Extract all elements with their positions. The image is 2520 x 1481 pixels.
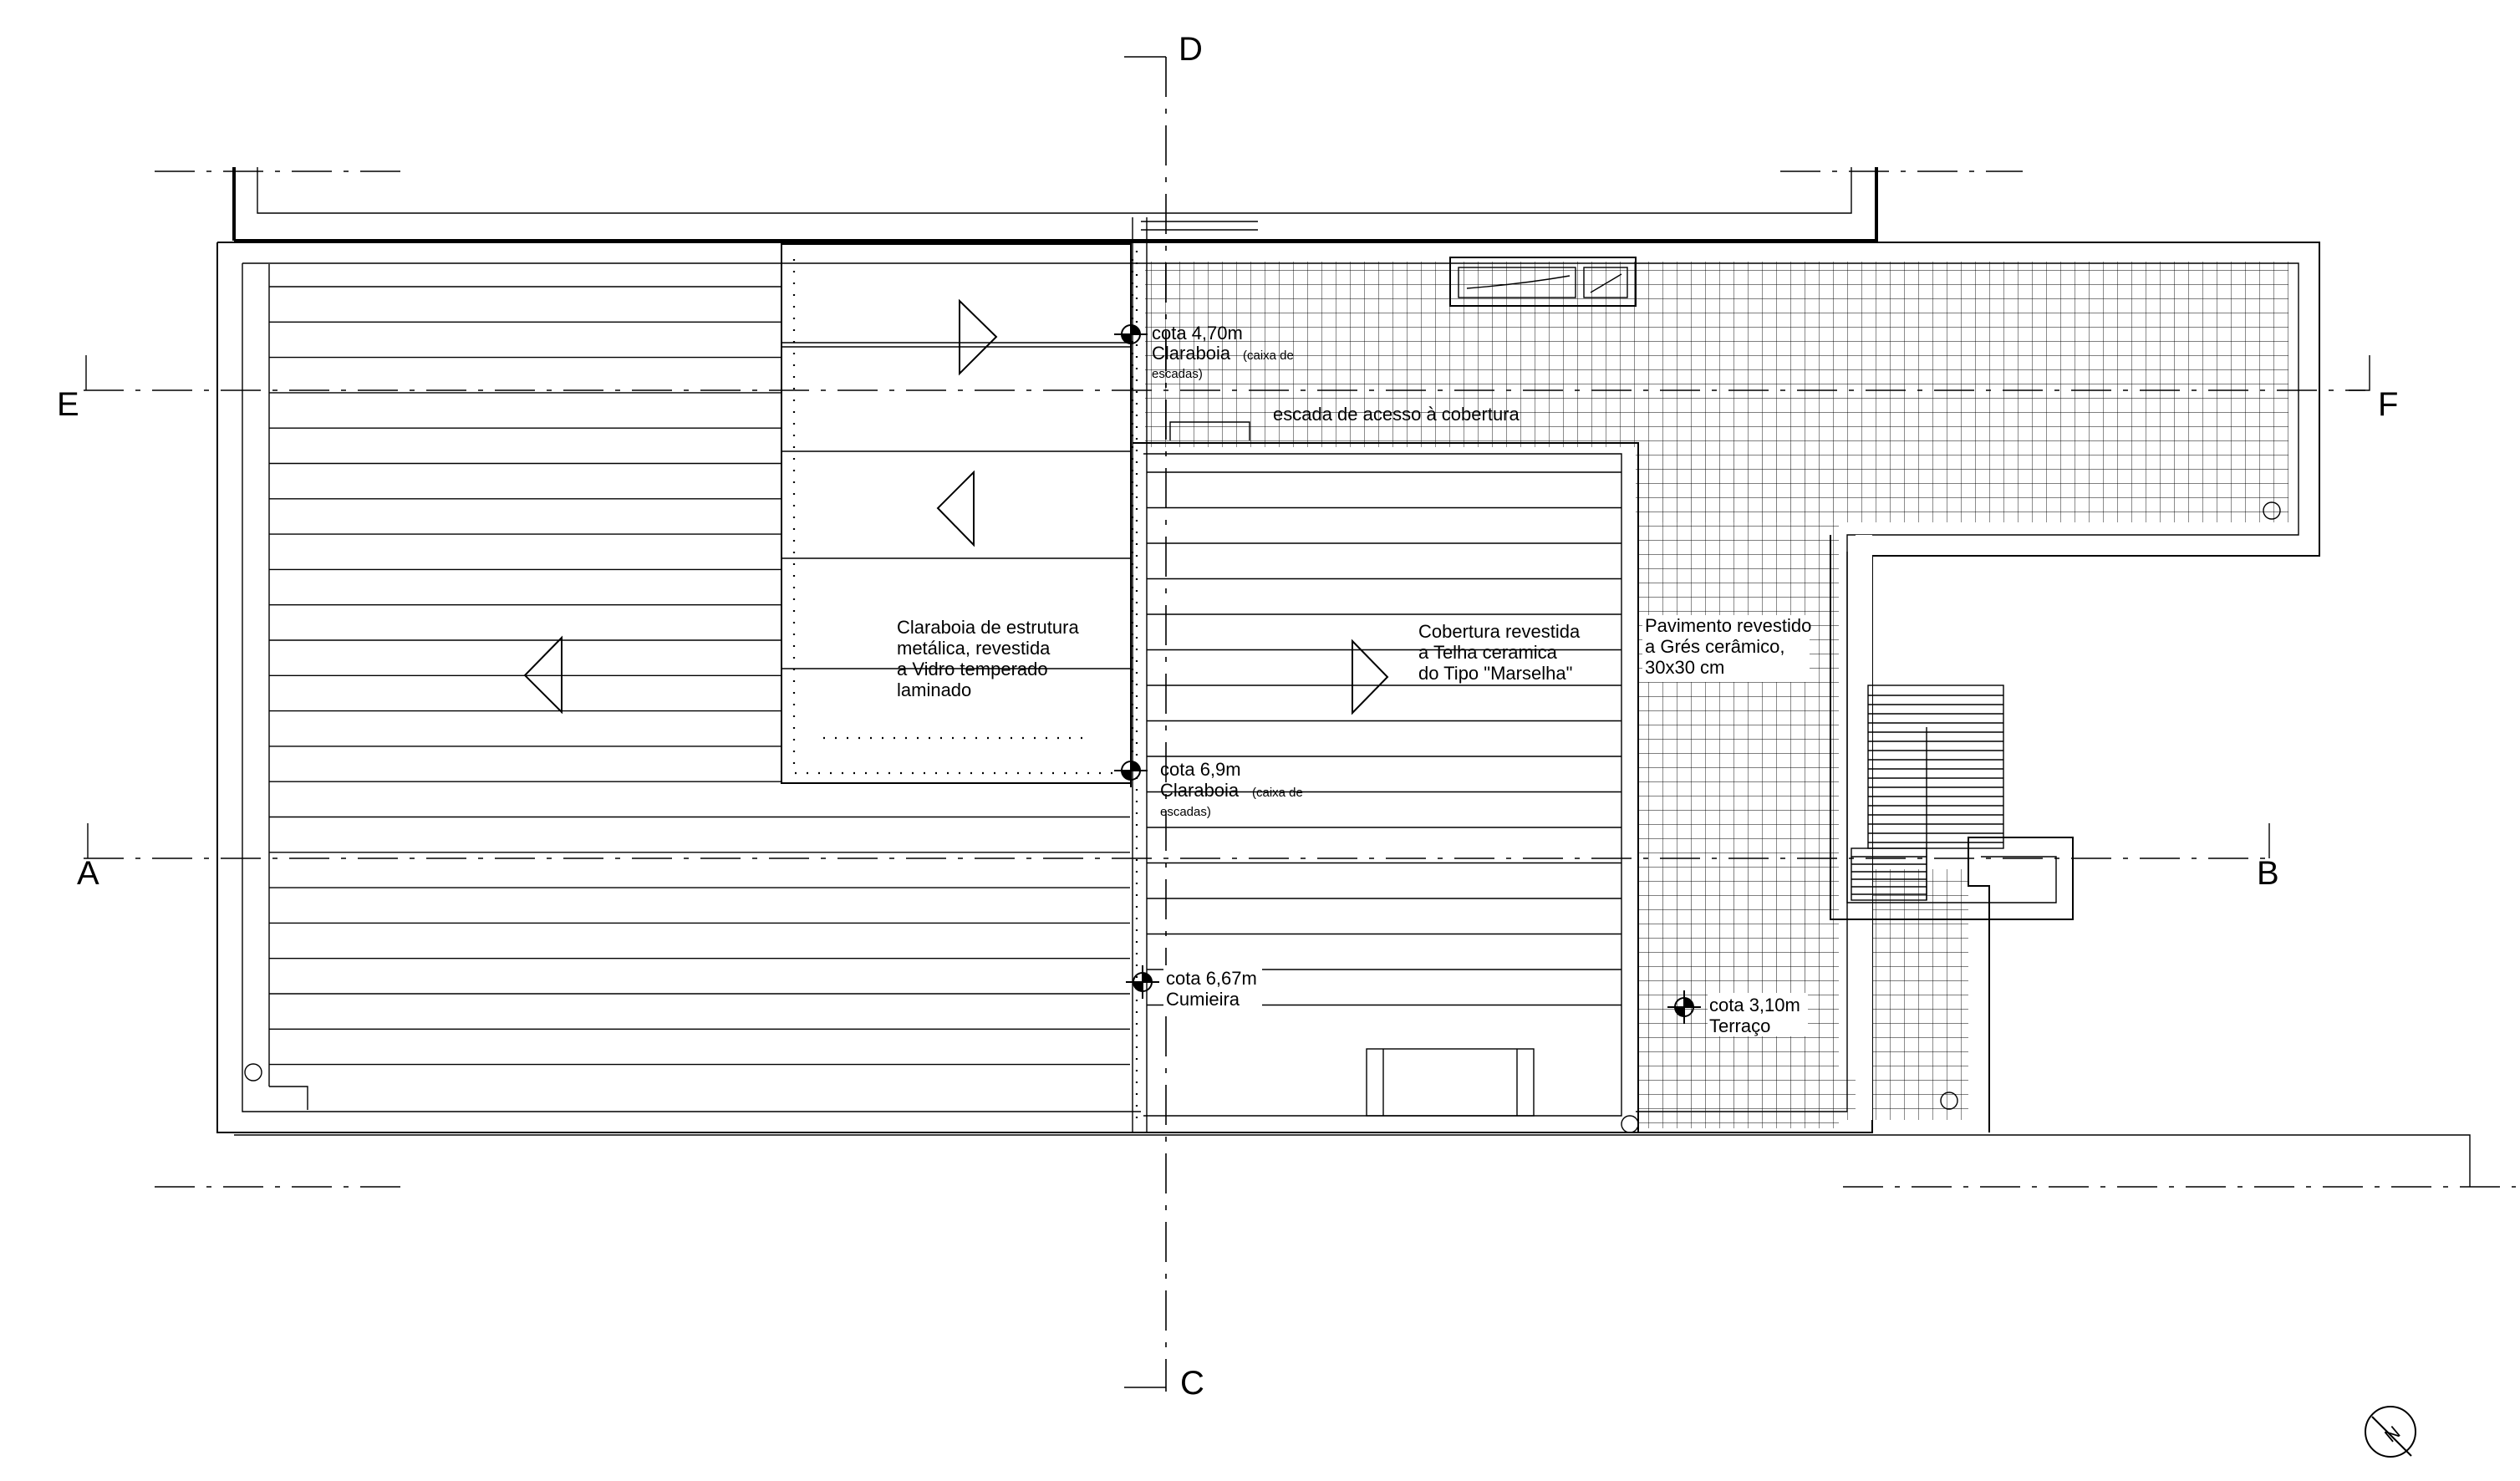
section-label-f: F: [2378, 386, 2398, 423]
section-label-c: C: [1180, 1365, 1204, 1402]
label-cobertura-desc-3: do Tipo "Marselha": [1418, 663, 1572, 684]
label-cobertura-desc-2: a Telha ceramica: [1418, 642, 1558, 663]
label-claraboia-2: Claraboia: [1160, 780, 1240, 801]
top-parapet: [232, 167, 1878, 242]
label-claraboia-desc-2: metálica, revestida: [897, 638, 1051, 659]
label-escada: escada de acesso à cobertura: [1273, 404, 1520, 425]
label-claraboia-desc-3: a Vidro temperado: [897, 659, 1048, 679]
skylight: [781, 243, 1134, 784]
slope-arrows: [523, 298, 1389, 715]
crosshair-circle-icon: [1667, 990, 1701, 1024]
section-lines: [84, 56, 2516, 1392]
label-cumieira: Cumieira: [1166, 989, 1240, 1010]
label-claraboia-1: Claraboia: [1152, 343, 1231, 364]
label-caixa-2a: (caixa de: [1252, 786, 1303, 800]
roof-access-hatch: [1169, 257, 1637, 440]
label-claraboia-desc-4: laminado: [897, 679, 971, 700]
terrace-stair: [1851, 685, 2004, 901]
label-pavimento-desc-1: Pavimento revestido: [1645, 615, 1811, 636]
roof-right-tiles: [1133, 442, 1639, 1132]
roof-left-tiles: [244, 264, 1130, 1110]
drain-circles: [244, 501, 2281, 1133]
label-cota-69: cota 6,9m: [1160, 759, 1241, 780]
label-claraboia-desc-1: Claraboia de estrutura: [897, 617, 1079, 638]
label-caixa-1a: (caixa de: [1243, 349, 1294, 363]
label-cobertura-desc-1: Cobertura revestida: [1418, 621, 1581, 642]
crosshair-circle-icon: [1126, 965, 1159, 999]
label-pavimento-desc-3: 30x30 cm: [1645, 657, 1724, 678]
crosshair-circle-icon: [1114, 754, 1148, 787]
label-caixa-2b: escadas): [1160, 805, 1211, 819]
label-cota-310: cota 3,10m: [1709, 995, 1800, 1015]
label-cota-667: cota 6,67m: [1166, 968, 1257, 989]
crosshair-circle-icon: [1114, 318, 1148, 351]
svg-text:N: N: [2380, 1422, 2404, 1446]
label-cota-470: cota 4,70m: [1152, 323, 1243, 344]
label-caixa-1b: escadas): [1152, 367, 1203, 381]
label-terraco: Terraço: [1709, 1015, 1770, 1036]
section-label-a: A: [77, 855, 99, 892]
label-pavimento-desc-2: a Grés cerâmico,: [1645, 636, 1785, 657]
section-label-d: D: [1179, 31, 1203, 68]
triangle-arrow-icon: [936, 470, 975, 547]
section-label-b: B: [2257, 855, 2279, 892]
north-arrow-icon: N: [2365, 1406, 2416, 1458]
triangle-arrow-icon: [523, 635, 563, 715]
triangle-arrow-icon: [1352, 639, 1389, 715]
section-label-e: E: [57, 386, 79, 423]
triangle-arrow-icon: [959, 298, 998, 376]
building-outline: [216, 242, 2471, 1187]
